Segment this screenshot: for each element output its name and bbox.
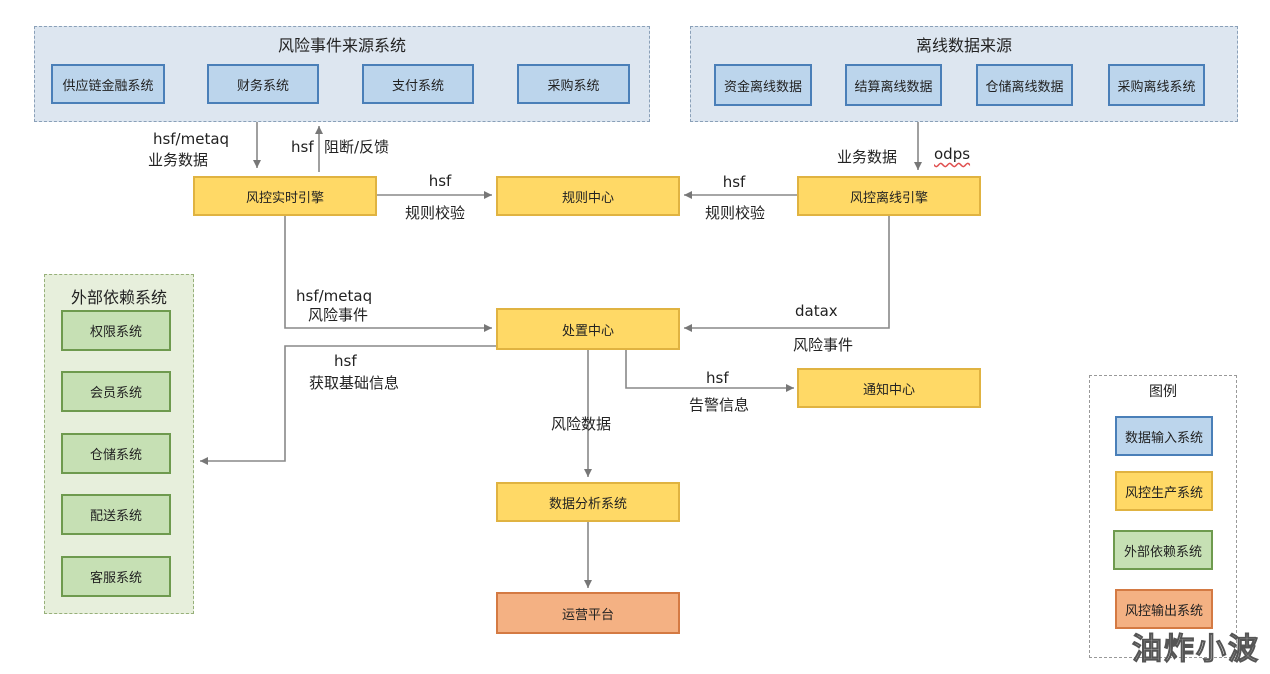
offline-fund-data: 资金离线数据 — [714, 64, 812, 106]
label-datax: datax — [795, 302, 838, 320]
label-odps: odps — [934, 145, 971, 163]
notify-center-node: 通知中心 — [797, 368, 981, 408]
label-biz-data-2: 业务数据 — [837, 148, 898, 166]
label-alert-info: 告警信息 — [689, 396, 750, 414]
source-payment: 支付系统 — [362, 64, 474, 104]
label-hsf-block: hsf — [291, 138, 314, 156]
disposal-center-node: 处置中心 — [496, 308, 680, 350]
label-risk-data: 风险数据 — [551, 415, 612, 433]
analysis-system-node: 数据分析系统 — [496, 482, 680, 522]
legend-title: 图例 — [1149, 384, 1177, 400]
edge-realtime-to-disposal — [284, 215, 492, 332]
offline-warehouse-data: 仓储离线数据 — [976, 64, 1073, 106]
external-title: 外部依赖系统 — [70, 288, 167, 307]
label-block-feedback: 阻断/反馈 — [324, 138, 390, 156]
external-warehouse: 仓储系统 — [61, 433, 171, 474]
label-risk-event-2: 风险事件 — [793, 336, 854, 354]
legend-input: 数据输入系统 — [1115, 416, 1213, 456]
source-supply-chain-finance: 供应链金融系统 — [51, 64, 165, 104]
offline-sources-title: 离线数据来源 — [915, 36, 1012, 55]
external-delivery: 配送系统 — [61, 494, 171, 535]
ops-platform-node: 运营平台 — [496, 592, 680, 634]
edge-offline-to-disposal — [684, 215, 890, 332]
source-procurement: 采购系统 — [517, 64, 630, 104]
realtime-engine-node: 风控实时引擎 — [193, 176, 377, 216]
edge-disposal-to-notify — [625, 350, 794, 392]
offline-procurement-system: 采购离线系统 — [1108, 64, 1205, 106]
label-hsf-alert: hsf — [706, 369, 729, 387]
external-permission: 权限系统 — [61, 310, 171, 351]
source-events-title: 风险事件来源系统 — [277, 36, 406, 55]
label-hsf-rule-1: hsf — [428, 172, 452, 190]
source-finance: 财务系统 — [207, 64, 319, 104]
label-rule-check-2: 规则校验 — [704, 204, 765, 222]
external-customer-service: 客服系统 — [61, 556, 171, 597]
legend-output: 风控输出系统 — [1115, 589, 1213, 629]
edge-disposal-to-external — [200, 345, 496, 465]
external-member: 会员系统 — [61, 371, 171, 412]
rule-center-node: 规则中心 — [496, 176, 680, 216]
label-risk-event-1: 风险事件 — [308, 306, 369, 324]
offline-settlement-data: 结算离线数据 — [845, 64, 942, 106]
label-hsf-metaq-2: hsf/metaq — [296, 287, 373, 305]
legend-production: 风控生产系统 — [1115, 471, 1213, 511]
label-hsf-metaq-1: hsf/metaq — [152, 130, 230, 148]
watermark: 油炸小波 — [1132, 632, 1260, 668]
label-hsf-info: hsf — [334, 352, 357, 370]
label-hsf-rule-2: hsf — [722, 173, 746, 191]
label-biz-data-1: 业务数据 — [147, 151, 208, 169]
label-rule-check-1: 规则校验 — [404, 204, 465, 222]
legend-external: 外部依赖系统 — [1113, 530, 1213, 570]
offline-engine-node: 风控离线引擎 — [797, 176, 981, 216]
label-get-basic-info: 获取基础信息 — [309, 374, 400, 392]
